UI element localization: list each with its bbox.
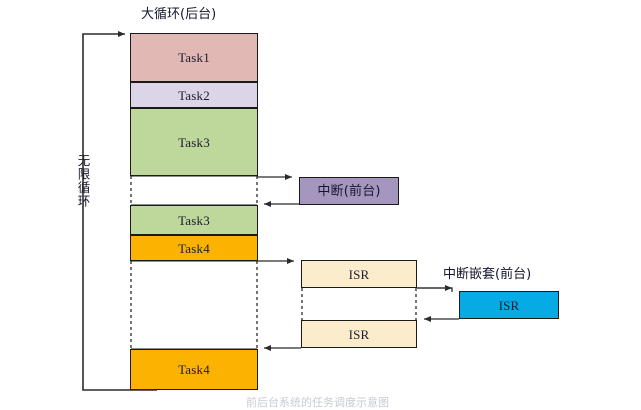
nested-isr-box: ISR [459,291,559,319]
interrupt-box: 中断(前台) [299,177,399,205]
task2-label: Task2 [178,87,210,103]
task4-label-2: Task4 [178,362,210,377]
task2-block: Task2 [130,82,258,108]
gap-block-1 [131,175,257,206]
isr-box-bottom: ISR [301,320,417,348]
arrow-to-nested-isr [417,285,453,292]
isr-box-top: ISR [301,260,417,288]
task1-label: Task1 [178,50,210,65]
nested-interrupt-title: 中断嵌套(前台) [443,267,532,282]
task3-label: Task3 [178,134,210,150]
task3-block: Task3 [130,108,258,176]
isr-box-top-label: ISR [348,266,370,282]
task3-label-2: Task3 [178,212,210,228]
task4-block: Task4 [130,235,258,261]
task4-block-2: Task4 [130,349,258,390]
gap-block-2 [131,260,257,350]
figure-caption: 前后台系统的任务调度示意图 [246,396,389,409]
interrupt-box-label: 中断(前台) [317,183,381,199]
isr-box-bottom-label: ISR [348,326,370,342]
task4-label: Task4 [178,240,210,256]
task1-block: Task1 [130,33,258,82]
nested-isr-label: ISR [498,297,520,313]
main-column-title: 大循环(后台) [141,7,217,22]
infinite-loop-arrow [82,31,157,391]
